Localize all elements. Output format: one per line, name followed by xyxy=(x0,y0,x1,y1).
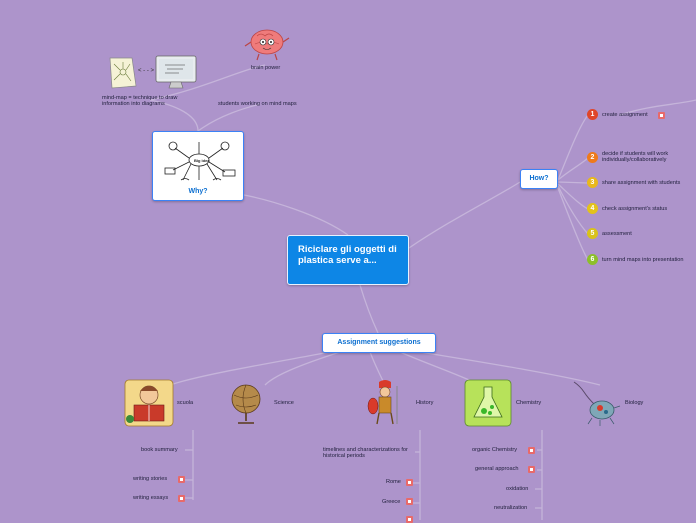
central-topic[interactable]: Riciclare gli oggetti di plastica serve … xyxy=(287,235,409,285)
mindmap-definition-text[interactable]: mind-map = technique to draw information… xyxy=(102,95,178,108)
chemistry-flask-image xyxy=(464,379,512,427)
arrow-separator: < - - > xyxy=(138,68,155,74)
subject-history[interactable]: History xyxy=(416,400,434,406)
link-icon[interactable] xyxy=(406,479,413,486)
step-5-badge: 5 xyxy=(587,228,598,239)
svg-text:Big idea: Big idea xyxy=(194,158,210,163)
step-4-badge: 4 xyxy=(587,203,598,214)
link-icon[interactable] xyxy=(178,476,185,483)
scuola-item-book-summary[interactable]: book summary xyxy=(141,447,178,453)
microbe-image xyxy=(573,381,621,426)
step-3-badge: 3 xyxy=(587,177,598,188)
link-icon[interactable] xyxy=(658,112,665,119)
link-icon[interactable] xyxy=(178,495,185,502)
students-working-text[interactable]: students working on mind maps xyxy=(218,101,297,107)
chemistry-item-neutralization[interactable]: neutralization xyxy=(494,505,528,511)
step-4-text[interactable]: check assignment's status xyxy=(602,206,668,212)
topic-assignment-label: Assignment suggestions xyxy=(337,339,421,346)
chemistry-item-oxidation[interactable]: oxidation xyxy=(506,486,529,492)
scuola-item-writing-essays[interactable]: writing essays xyxy=(133,495,169,501)
step-1-badge: 1 xyxy=(587,109,598,120)
subject-scuola[interactable]: scuola xyxy=(177,400,194,406)
step-6-badge: 6 xyxy=(587,254,598,265)
reading-student-image xyxy=(124,379,174,427)
mind-map-sketch-image: Big idea xyxy=(164,141,236,181)
computer-monitor-image xyxy=(155,55,197,89)
paper-drawing-image xyxy=(109,57,137,89)
topic-how[interactable]: How? xyxy=(520,169,558,189)
subject-biology[interactable]: Biology xyxy=(625,400,644,406)
step-5-text[interactable]: assessment xyxy=(602,231,632,237)
step-1-text[interactable]: create assignment xyxy=(602,112,648,118)
brain-power-text[interactable]: brain power xyxy=(251,65,281,71)
topic-how-label: How? xyxy=(529,175,549,182)
topic-why-label: Why? xyxy=(188,188,208,195)
chemistry-item-general-approach[interactable]: general approach xyxy=(475,466,519,472)
step-2-text[interactable]: decide if students will work individuall… xyxy=(602,151,669,164)
step-3-text[interactable]: share assignment with students xyxy=(602,180,681,186)
step-2-badge: 2 xyxy=(587,152,598,163)
brain-power-image xyxy=(244,29,290,61)
chemistry-item-organic[interactable]: organic Chemistry xyxy=(472,447,518,453)
link-icon[interactable] xyxy=(528,447,535,454)
step-6-text[interactable]: turn mind maps into presentation xyxy=(602,257,684,263)
subject-science[interactable]: Science xyxy=(274,400,294,406)
roman-soldier-image xyxy=(367,380,398,425)
topic-assignment-suggestions[interactable]: Assignment suggestions xyxy=(322,333,436,353)
history-item-rome[interactable]: Rome xyxy=(386,479,401,485)
scuola-item-writing-stories[interactable]: writing stories xyxy=(133,476,168,482)
topic-why[interactable]: Big idea Why? xyxy=(152,131,244,201)
link-icon[interactable] xyxy=(528,466,535,473)
globe-image xyxy=(231,384,261,424)
link-icon[interactable] xyxy=(406,498,413,505)
subject-chemistry[interactable]: Chemistry xyxy=(516,400,542,406)
history-item-greece[interactable]: Greece xyxy=(382,499,401,505)
history-item-timelines[interactable]: timelines and characterizations for hist… xyxy=(323,447,408,460)
